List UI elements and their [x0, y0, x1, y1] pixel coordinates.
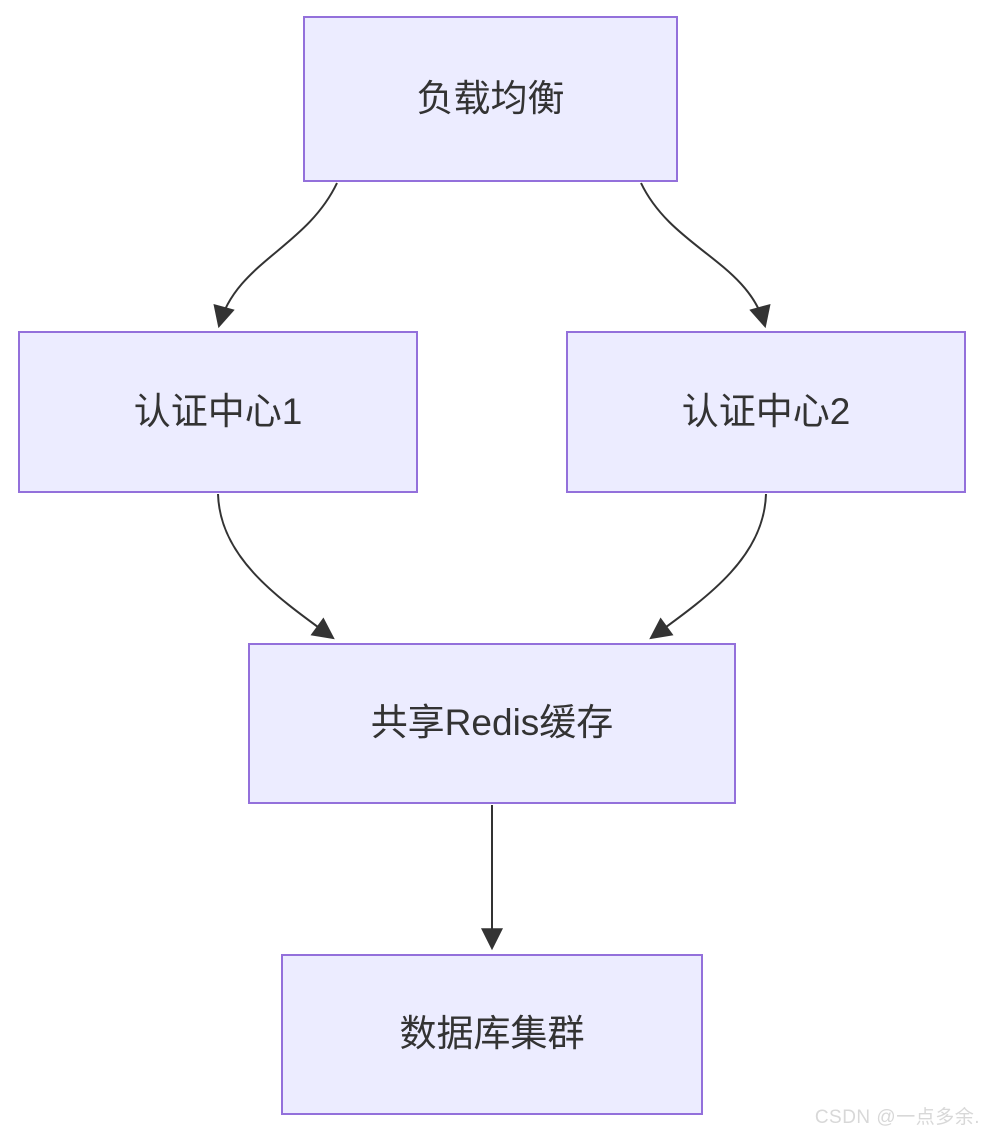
- node-auth-center-1-label: 认证中心1: [133, 390, 303, 432]
- node-shared-redis-cache: 共享Redis缓存: [248, 643, 736, 804]
- node-database-cluster-label: 数据库集群: [399, 1013, 585, 1055]
- edge-auth2-to-redis: [649, 493, 767, 640]
- node-auth-center-2: 认证中心2: [566, 331, 966, 493]
- node-load-balancer-label: 负载均衡: [416, 77, 565, 119]
- node-auth-center-1: 认证中心1: [18, 331, 418, 493]
- node-database-cluster: 数据库集群: [281, 954, 703, 1115]
- node-auth-center-2-label: 认证中心2: [681, 390, 851, 432]
- edge-auth1-to-redis: [217, 493, 335, 640]
- edge-loadbalancer-to-auth2: [640, 182, 771, 329]
- watermark: CSDN @一点多余.: [814, 1107, 980, 1128]
- node-load-balancer: 负载均衡: [303, 16, 678, 182]
- node-shared-redis-cache-label: 共享Redis缓存: [370, 702, 614, 744]
- edge-loadbalancer-to-auth1: [213, 182, 338, 329]
